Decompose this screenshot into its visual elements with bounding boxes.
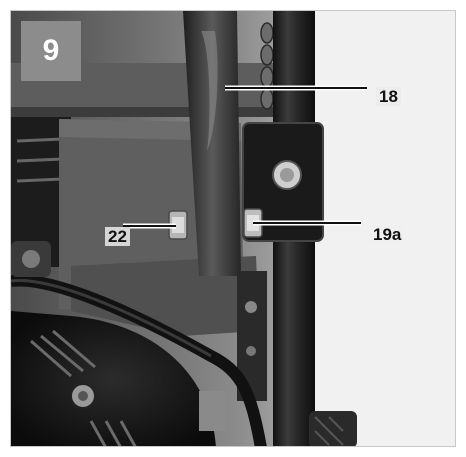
step-number-badge: 9 [21,21,81,81]
figure-photo-frame: 9 18 19a 22 [10,10,456,447]
wheel [309,411,357,446]
callout-label-19a: 19a [370,225,405,244]
callout-label-18: 18 [376,87,401,106]
generator-frame-photo [11,11,455,446]
callout-label-22: 22 [105,227,130,246]
engine-cooling-vents [30,329,137,446]
chain [260,22,274,110]
callout-leaders [123,85,367,229]
engine-housing [11,311,216,446]
handle-bar-18 [183,11,241,276]
